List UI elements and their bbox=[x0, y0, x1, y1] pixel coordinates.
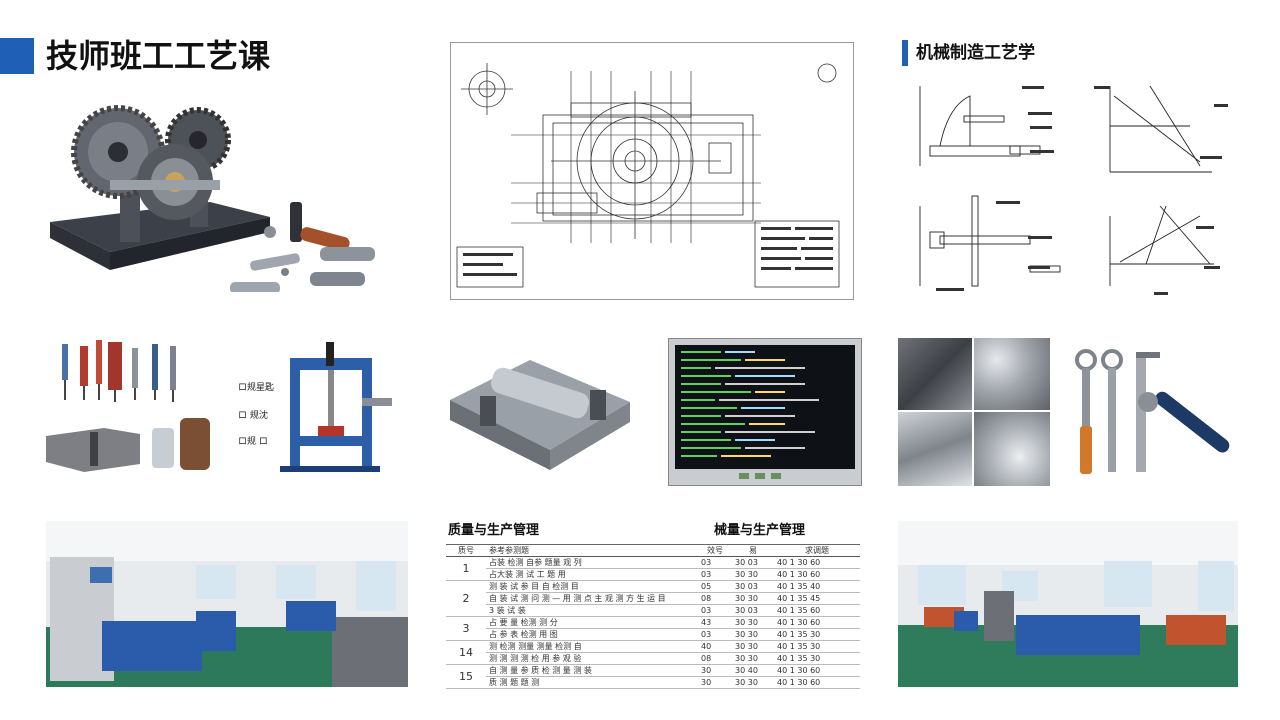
row-code: 08 bbox=[698, 592, 732, 605]
row-number: 14 bbox=[446, 640, 486, 665]
row-code: 03 bbox=[698, 628, 732, 641]
microstructure-images bbox=[898, 338, 1050, 486]
section-title: 机械制造工艺学 bbox=[916, 43, 1035, 63]
row-code: 30 bbox=[698, 664, 732, 677]
row-code: 03 bbox=[698, 568, 732, 581]
row-value: 40 1 35 45 bbox=[774, 592, 860, 605]
row-value: 40 1 30 60 bbox=[774, 568, 860, 581]
press-frame-image: ロ规星匙 ロ 规沈 ロ规 ロ bbox=[238, 336, 408, 476]
row-value: 30 30 bbox=[732, 676, 774, 689]
row-item: 3 装 试 装 bbox=[486, 604, 698, 617]
row-value: 40 1 35 30 bbox=[774, 628, 860, 641]
row-value: 40 1 30 60 bbox=[774, 676, 860, 689]
press-label-2: ロ 规沈 bbox=[238, 411, 268, 421]
row-value: 30 30 bbox=[732, 568, 774, 581]
column-header: 易 bbox=[732, 544, 774, 557]
quality-title-left: 质量与生产管理 bbox=[448, 523, 540, 538]
row-item: 测 装 试 参 目 自 检测 目 bbox=[486, 580, 698, 593]
row-number: 2 bbox=[446, 580, 486, 617]
row-value: 40 1 30 60 bbox=[774, 616, 860, 629]
row-value: 30 30 bbox=[732, 616, 774, 629]
workshop-photo-left bbox=[46, 521, 408, 687]
row-code: 03 bbox=[698, 556, 732, 569]
row-code: 08 bbox=[698, 652, 732, 665]
row-item: 质 测 题 题 测 bbox=[486, 676, 698, 689]
row-item: 占 参 表 检测 用 图 bbox=[486, 628, 698, 641]
page-title: 技师班工工艺课 bbox=[46, 37, 271, 75]
row-value: 30 30 bbox=[732, 592, 774, 605]
column-header: 质号 bbox=[446, 544, 486, 557]
column-header: 效号 bbox=[698, 544, 732, 557]
workshop-photo-right bbox=[898, 521, 1238, 687]
row-value: 40 1 35 30 bbox=[774, 640, 860, 653]
row-item: 自 测 量 参 质 检 测 量 测 装 bbox=[486, 664, 698, 677]
row-value: 30 40 bbox=[732, 664, 774, 677]
terminal-screenshot bbox=[668, 338, 862, 486]
row-value: 30 03 bbox=[732, 580, 774, 593]
mechanism-sketches bbox=[900, 76, 1230, 304]
quality-title-right: 械量与生产管理 bbox=[714, 523, 806, 538]
row-code: 40 bbox=[698, 640, 732, 653]
row-value: 30 30 bbox=[732, 640, 774, 653]
gear-assembly-image bbox=[40, 92, 410, 292]
row-item: 自 装 试 测 问 测 — 用 测 点 主 观 测 方 生 运 目 bbox=[486, 592, 698, 605]
row-item: 占 要 量 检测 测 分 bbox=[486, 616, 698, 629]
table-header-row: 质号 参考参测题 效号 易 求调题 bbox=[446, 544, 860, 557]
row-code: 30 bbox=[698, 676, 732, 689]
press-label-3: ロ规 ロ bbox=[238, 437, 268, 447]
row-value: 40 1 35 40 bbox=[774, 580, 860, 593]
row-item: 测 检测 测量 测量 检测 自 bbox=[486, 640, 698, 653]
column-header: 求调题 bbox=[774, 544, 860, 557]
row-number: 1 bbox=[446, 556, 486, 581]
row-value: 40 1 30 60 bbox=[774, 664, 860, 677]
row-value: 40 1 35 60 bbox=[774, 604, 860, 617]
row-value: 30 30 bbox=[732, 628, 774, 641]
row-value: 30 03 bbox=[732, 604, 774, 617]
fixture-image bbox=[440, 340, 636, 476]
wrench-tools-image bbox=[1066, 344, 1242, 484]
row-value: 40 1 35 30 bbox=[774, 652, 860, 665]
row-code: 03 bbox=[698, 604, 732, 617]
column-header: 参考参测题 bbox=[486, 544, 698, 557]
press-label-1: ロ规星匙 bbox=[238, 383, 275, 393]
section-accent-bar bbox=[902, 40, 908, 66]
row-value: 40 1 30 60 bbox=[774, 556, 860, 569]
row-item: 占大装 测 试 工 题 用 bbox=[486, 568, 698, 581]
row-item: 占装 检测 自参 题量 观 列 bbox=[486, 556, 698, 569]
row-value: 30 03 bbox=[732, 556, 774, 569]
row-number: 15 bbox=[446, 664, 486, 689]
row-code: 43 bbox=[698, 616, 732, 629]
row-number: 3 bbox=[446, 616, 486, 641]
row-code: 05 bbox=[698, 580, 732, 593]
row-value: 30 30 bbox=[732, 652, 774, 665]
row-item: 测 测 测 测 检 用 参 观 验 bbox=[486, 652, 698, 665]
technical-drawing bbox=[450, 42, 854, 300]
threaded-rods-image bbox=[44, 336, 234, 476]
title-accent-bar bbox=[0, 38, 34, 74]
